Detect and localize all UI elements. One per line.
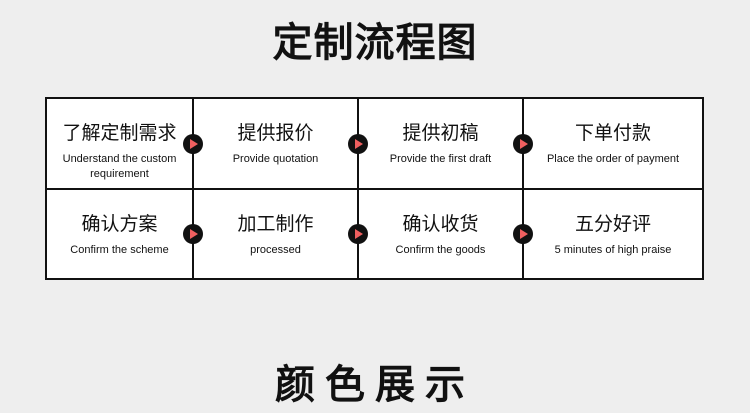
step-title: 确认方案	[81, 213, 158, 235]
step-cell: 提供初稿 Provide the first draft	[359, 99, 522, 188]
step-subtitle: Provide quotation	[232, 153, 319, 165]
divider	[47, 188, 702, 190]
step-subtitle: Understand the custom requirement	[62, 153, 177, 180]
arrow-right-icon	[513, 134, 533, 154]
step-subtitle: processed	[250, 244, 301, 256]
section-title: 颜色展示	[275, 362, 475, 408]
arrow-right-icon	[183, 224, 203, 244]
step-subtitle: Place the order of payment	[546, 153, 680, 165]
step-title: 五分好评	[574, 213, 651, 235]
arrow-right-icon	[183, 134, 203, 154]
step-title: 下单付款	[574, 122, 651, 144]
step-subtitle: Confirm the goods	[395, 244, 486, 256]
arrow-right-icon	[348, 134, 368, 154]
arrow-right-icon	[348, 224, 368, 244]
step-subtitle: Confirm the scheme	[70, 244, 169, 256]
step-cell: 提供报价 Provide quotation	[194, 99, 357, 188]
process-grid: 了解定制需求 Understand the custom requirement…	[45, 97, 704, 280]
step-subtitle: Provide the first draft	[389, 153, 492, 165]
step-title: 提供报价	[237, 122, 314, 144]
step-cell: 加工制作 processed	[194, 190, 357, 279]
step-title: 了解定制需求	[62, 122, 177, 144]
step-cell: 五分好评 5 minutes of high praise	[524, 190, 702, 279]
step-cell: 了解定制需求 Understand the custom requirement	[47, 99, 192, 188]
step-subtitle: 5 minutes of high praise	[554, 244, 672, 256]
step-title: 确认收货	[402, 213, 479, 235]
step-cell: 确认方案 Confirm the scheme	[47, 190, 192, 279]
step-title: 提供初稿	[402, 122, 479, 144]
arrow-right-icon	[513, 224, 533, 244]
step-cell: 确认收货 Confirm the goods	[359, 190, 522, 279]
step-title: 加工制作	[237, 213, 314, 235]
page-title: 定制流程图	[272, 20, 478, 66]
step-cell: 下单付款 Place the order of payment	[524, 99, 702, 188]
